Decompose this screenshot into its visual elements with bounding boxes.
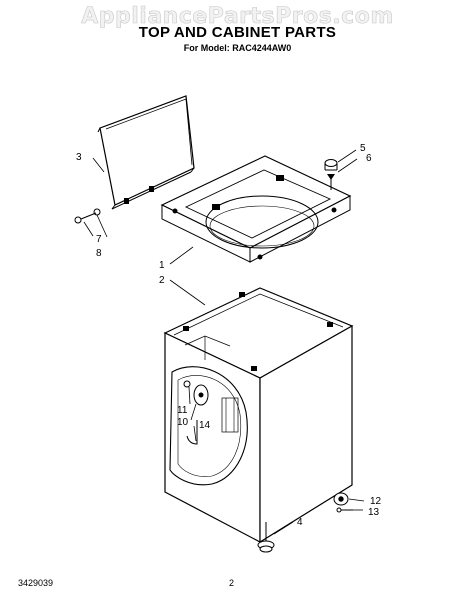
document-number: 3429039 <box>18 578 54 588</box>
callout-10: 10 <box>177 417 189 428</box>
callout-6: 6 <box>366 153 372 164</box>
leveling-foot <box>257 522 275 553</box>
frame-fastener <box>324 159 338 190</box>
callout-13: 13 <box>368 507 380 518</box>
callout-8: 8 <box>96 248 102 259</box>
callout-11: 11 <box>177 405 188 416</box>
callout-14: 14 <box>199 420 211 431</box>
callout-3: 3 <box>76 152 82 163</box>
caster-assembly <box>333 492 353 513</box>
cabinet <box>163 287 354 544</box>
callout-12: 12 <box>370 496 382 507</box>
top-lid-panel <box>97 95 195 210</box>
callout-7: 7 <box>96 234 102 245</box>
leader-lines <box>83 149 365 535</box>
callout-2: 2 <box>159 275 165 286</box>
latch-components <box>183 380 209 445</box>
page-number: 2 <box>229 578 235 588</box>
model-subtitle: For Model: RAC4244AW0 <box>183 43 292 53</box>
callout-5: 5 <box>360 143 366 154</box>
callout-4: 4 <box>297 517 303 528</box>
page-title: TOP AND CABINET PARTS <box>138 24 337 41</box>
hinge-screw <box>74 208 101 224</box>
watermark: AppliancePartsPros.com <box>81 4 394 30</box>
callout-1: 1 <box>159 260 165 271</box>
top-frame <box>160 155 352 263</box>
